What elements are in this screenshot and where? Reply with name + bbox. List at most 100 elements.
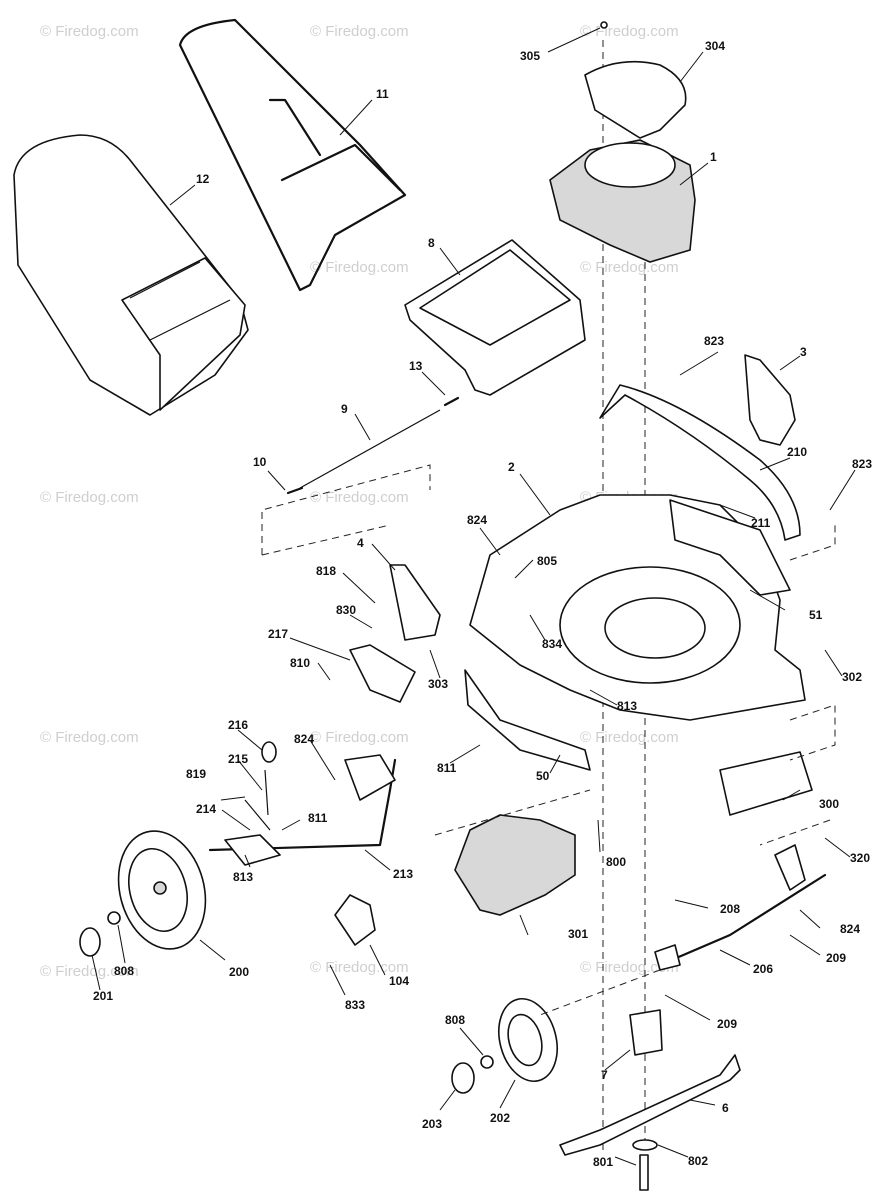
part-label-206: 206 xyxy=(753,962,773,976)
hubcap-201-part xyxy=(79,927,101,957)
part-label-834: 834 xyxy=(542,637,562,651)
part-label-217: 217 xyxy=(268,627,288,641)
part-label-209b: 209 xyxy=(717,1017,737,1031)
part-label-213: 213 xyxy=(393,867,413,881)
part-label-216: 216 xyxy=(228,718,248,732)
part-label-201: 201 xyxy=(93,989,113,1003)
blade-6-part xyxy=(559,1054,741,1156)
height-adjuster-4-part xyxy=(389,564,441,641)
side-flap-51-part xyxy=(669,499,791,596)
part-label-819: 819 xyxy=(186,767,206,781)
part-label-301: 301 xyxy=(568,927,588,941)
part-label-10: 10 xyxy=(253,455,267,469)
nut-808-part xyxy=(107,911,121,925)
assembly-bracket-line xyxy=(434,789,591,836)
part-label-818: 818 xyxy=(316,564,336,578)
part-label-210: 210 xyxy=(787,445,807,459)
watermark: © Firedog.com xyxy=(580,23,679,40)
watermark: © Firedog.com xyxy=(40,489,139,506)
part-label-305: 305 xyxy=(520,49,540,63)
skirt-50-part xyxy=(464,669,591,771)
watermark: © Firedog.com xyxy=(40,963,139,980)
assembly-bracket-line xyxy=(261,524,391,556)
upper-handle-part xyxy=(178,18,407,292)
blade-adapter-7-part xyxy=(629,1009,663,1056)
part-label-8: 8 xyxy=(428,236,435,250)
part-label-6: 6 xyxy=(722,1101,729,1115)
watermark: © Firedog.com xyxy=(310,959,409,976)
part-label-50: 50 xyxy=(536,769,550,783)
part-label-208: 208 xyxy=(720,902,740,916)
part-label-810: 810 xyxy=(290,656,310,670)
lower-handle-part xyxy=(599,384,801,541)
part-label-824b: 824 xyxy=(294,732,314,746)
part-label-12: 12 xyxy=(196,172,210,186)
part-label-11: 11 xyxy=(376,87,389,101)
part-label-813a: 813 xyxy=(617,699,637,713)
part-label-13: 13 xyxy=(409,359,423,373)
part-label-801: 801 xyxy=(593,1155,613,1169)
screw-305-part xyxy=(600,21,608,29)
part-label-800: 800 xyxy=(606,855,626,869)
watermark: © Firedog.com xyxy=(40,729,139,746)
part-label-830: 830 xyxy=(336,603,356,617)
part-label-7: 7 xyxy=(601,1068,608,1082)
part-label-823a: 823 xyxy=(704,334,724,348)
assembly-bracket-line xyxy=(789,525,836,561)
hubcap-203-part xyxy=(451,1062,475,1094)
part-label-214: 214 xyxy=(196,802,216,816)
watermark: © Firedog.com xyxy=(310,489,409,506)
part-label-3: 3 xyxy=(800,345,807,359)
assembly-bracket-line xyxy=(261,464,431,555)
assembly-bracket-line xyxy=(789,704,836,761)
pivot-104-part xyxy=(334,894,376,946)
adjuster-bracket-217-part xyxy=(349,644,416,703)
wheel-202-part xyxy=(498,997,558,1083)
watermark: © Firedog.com xyxy=(310,23,409,40)
part-label-811b: 811 xyxy=(437,761,457,775)
part-label-2: 2 xyxy=(508,460,515,474)
part-label-833: 833 xyxy=(345,998,365,1012)
part-label-202: 202 xyxy=(490,1111,510,1125)
part-label-200: 200 xyxy=(229,965,249,979)
assembly-bracket-line xyxy=(539,969,661,1016)
engine-part xyxy=(549,139,696,263)
part-label-9: 9 xyxy=(341,402,348,416)
part-label-811a: 811 xyxy=(308,811,328,825)
part-label-1: 1 xyxy=(710,150,717,164)
watermark: © Firedog.com xyxy=(310,729,409,746)
part-label-300: 300 xyxy=(819,797,839,811)
rod-9-part xyxy=(299,409,441,489)
grass-bag-part xyxy=(13,134,249,416)
part-label-51: 51 xyxy=(809,608,823,622)
nut-808b-part xyxy=(480,1055,494,1069)
assembly-bracket-line xyxy=(759,819,831,846)
washer-802-part xyxy=(632,1139,658,1151)
part-label-104: 104 xyxy=(389,974,409,988)
spring-10-part xyxy=(286,486,304,495)
watermark: © Firedog.com xyxy=(580,729,679,746)
watermark: © Firedog.com xyxy=(40,23,139,40)
part-label-302: 302 xyxy=(842,670,862,684)
part-label-203: 203 xyxy=(422,1117,442,1131)
part-label-824c: 824 xyxy=(840,922,860,936)
part-label-215: 215 xyxy=(228,752,248,766)
part-label-802: 802 xyxy=(688,1154,708,1168)
watermark: © Firedog.com xyxy=(580,259,679,276)
part-label-303: 303 xyxy=(428,677,448,691)
rear-guard-300-part xyxy=(719,751,813,816)
part-label-808a: 808 xyxy=(114,964,134,978)
part-labels: 305 304 1 11 12 8 823 3 13 9 210 10 2 82… xyxy=(93,39,872,1169)
rear-door-part xyxy=(404,239,586,396)
front-axle-213-part xyxy=(208,741,397,866)
part-label-808b: 808 xyxy=(445,1013,465,1027)
rear-axle-206-part xyxy=(654,844,827,971)
part-label-320: 320 xyxy=(850,851,870,865)
bracket-3-part xyxy=(744,354,796,446)
spring-13-part xyxy=(443,396,460,407)
part-label-4: 4 xyxy=(357,536,364,550)
part-label-823b: 823 xyxy=(852,457,872,471)
part-label-813b: 813 xyxy=(233,870,253,884)
